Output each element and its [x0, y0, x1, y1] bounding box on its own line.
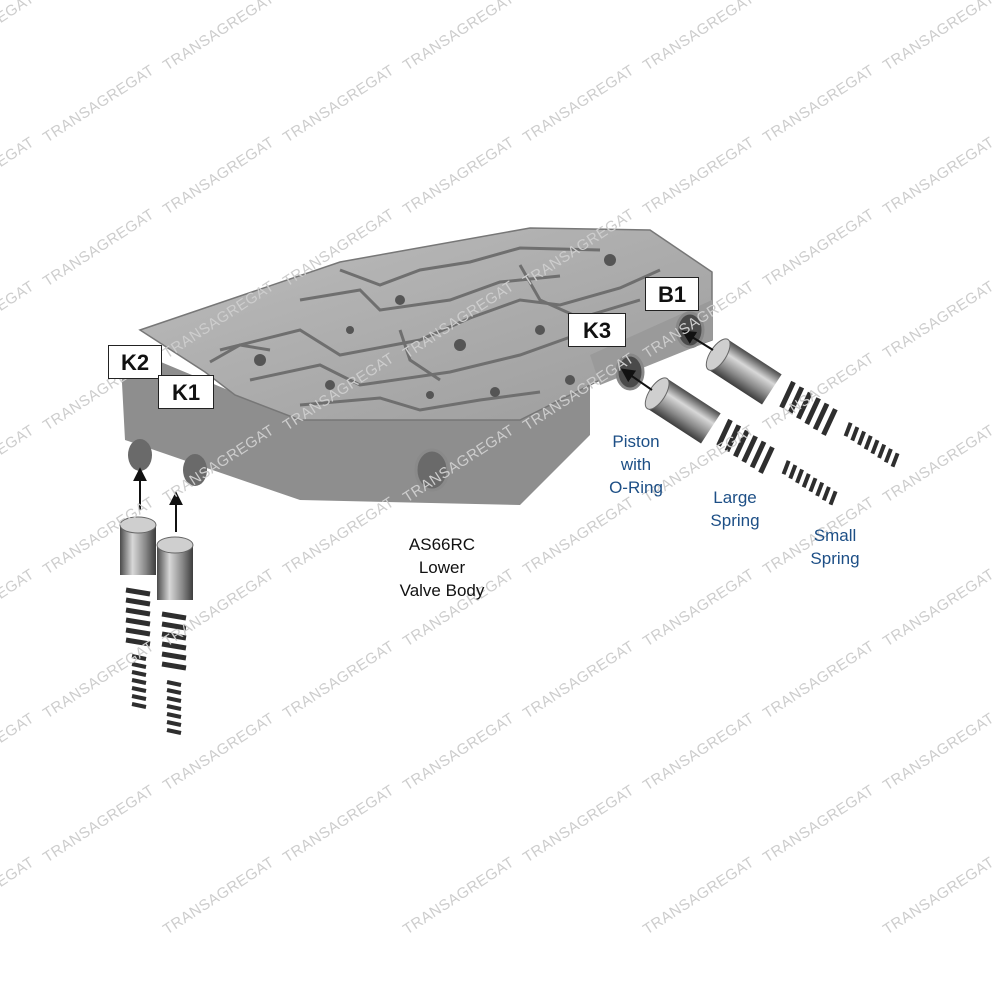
k3-arrow: [620, 368, 653, 391]
valve-body-channels: [209, 246, 661, 412]
label-valve-body-line1: AS66RC: [408, 535, 476, 554]
tag-k2: K2: [108, 345, 162, 379]
label-valve-body: AS66RC Lower Valve Body: [372, 533, 512, 602]
label-small-spring: Small Spring: [790, 524, 880, 570]
label-large-spring: Large Spring: [690, 486, 780, 532]
k3-small-spring: [781, 460, 838, 506]
label-large-spring-line2: Spring: [710, 511, 760, 530]
label-piston-line3: O-Ring: [609, 478, 663, 497]
casting-side-face: [120, 345, 590, 505]
label-valve-body-line3: Valve Body: [399, 581, 485, 600]
insertion-arrows: [133, 330, 714, 532]
k1-piston: [156, 536, 194, 600]
label-piston-line2: with: [620, 455, 652, 474]
tag-k3: K3: [568, 313, 626, 347]
label-piston-line1: Piston: [612, 432, 660, 451]
k2-small-spring: [131, 654, 147, 709]
label-piston: Piston with O-Ring: [586, 430, 686, 499]
k2-piston: [119, 516, 157, 575]
b1-small-spring: [843, 422, 900, 468]
k3-large-spring: [716, 418, 775, 474]
k2-large-spring: [125, 587, 151, 647]
label-valve-body-line2: Lower: [418, 558, 466, 577]
tag-k1: K1: [158, 375, 214, 409]
lower-valve-body-casting: [120, 227, 713, 505]
label-large-spring-line1: Large: [713, 488, 757, 507]
label-small-spring-line2: Spring: [810, 549, 860, 568]
b1-arrow: [681, 330, 714, 351]
tag-b1: B1: [645, 277, 699, 311]
b1-piston: [705, 338, 782, 405]
label-small-spring-line1: Small: [813, 526, 857, 545]
valve-body-holes: [254, 254, 616, 399]
k1-large-spring: [161, 611, 187, 671]
k1-small-spring: [166, 680, 182, 735]
b1-large-spring: [779, 380, 838, 436]
